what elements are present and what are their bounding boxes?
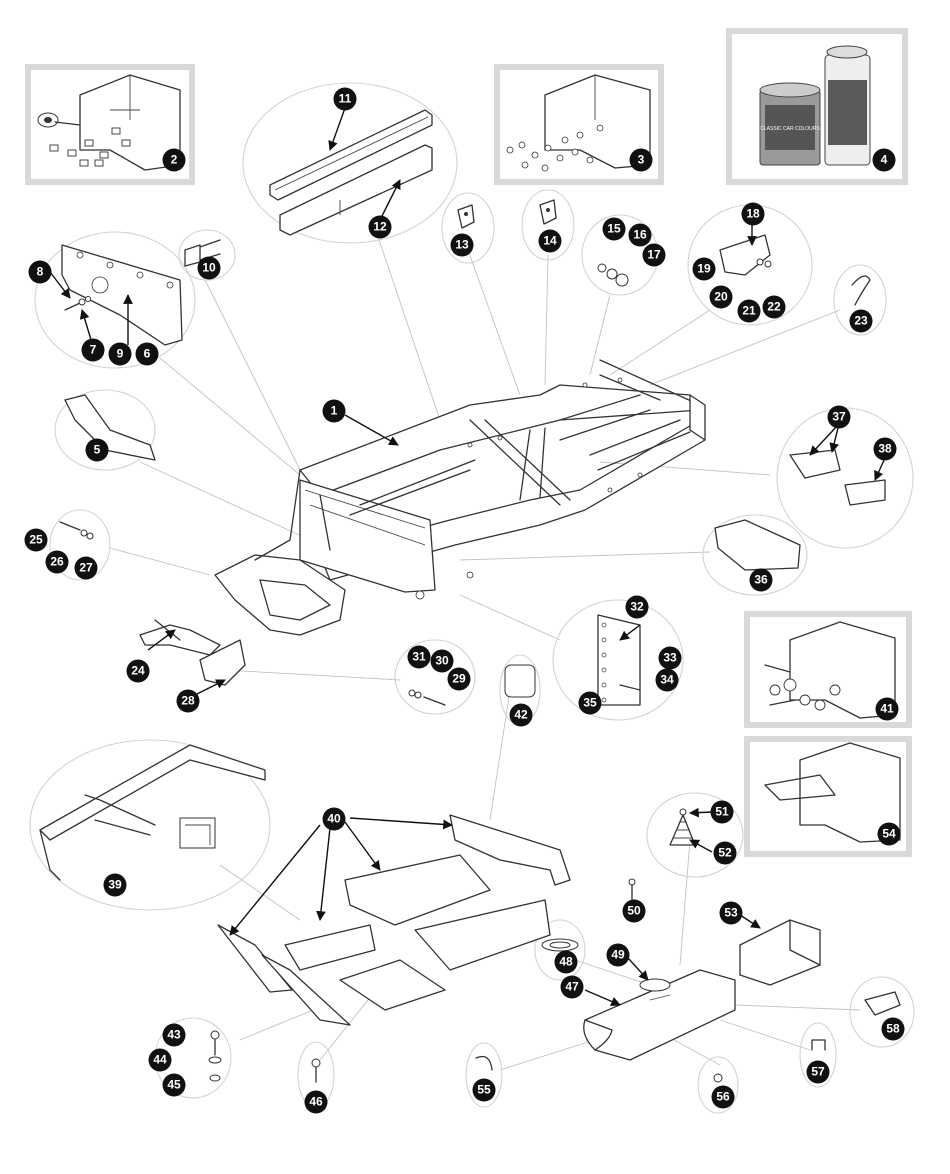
callout-12: 12 <box>368 215 392 239</box>
callout-42: 42 <box>509 703 533 727</box>
callout-7: 7 <box>81 338 105 362</box>
part-56-washer <box>713 1073 723 1083</box>
callout-49: 49 <box>606 943 630 967</box>
callout-24: 24 <box>126 659 150 683</box>
callout-15: 15 <box>602 217 626 241</box>
part-32-gusset <box>597 614 641 706</box>
part-36-box <box>714 519 801 571</box>
parts-25-27-bolt <box>59 521 94 540</box>
callout-16: 16 <box>628 223 652 247</box>
callout-55: 55 <box>472 1078 496 1102</box>
kit-2-illustration <box>37 74 181 171</box>
callout-19: 19 <box>692 257 716 281</box>
callout-30: 30 <box>430 649 454 673</box>
callout-18: 18 <box>741 202 765 226</box>
callout-52: 52 <box>713 841 737 865</box>
part-5-tube <box>64 394 156 461</box>
part-55-clip <box>475 1055 493 1071</box>
callout-5: 5 <box>85 438 109 462</box>
callout-2: 2 <box>162 148 186 172</box>
callout-20: 20 <box>709 285 733 309</box>
part-39-rail <box>39 744 266 881</box>
parts-37-38-brackets <box>789 449 886 506</box>
part-6-plate <box>61 244 183 346</box>
callout-3: 3 <box>629 148 653 172</box>
callout-29: 29 <box>447 667 471 691</box>
leader-lines <box>109 227 861 1071</box>
callout-43: 43 <box>162 1023 186 1047</box>
callout-10: 10 <box>197 256 221 280</box>
callout-36: 36 <box>749 568 773 592</box>
callout-26: 26 <box>45 550 69 574</box>
parts-29-31-bolt <box>408 689 446 706</box>
part-14-clip <box>539 199 557 225</box>
part-46-stud <box>311 1058 321 1083</box>
callout-31: 31 <box>407 645 431 669</box>
part-23-strap <box>851 275 871 306</box>
callout-22: 22 <box>762 295 786 319</box>
callout-57: 57 <box>806 1060 830 1084</box>
part-24-arm <box>139 619 221 656</box>
part-48-grommet <box>541 938 579 952</box>
callout-35: 35 <box>578 691 602 715</box>
callout-13: 13 <box>450 233 474 257</box>
detail-ellipses <box>29 82 915 1114</box>
callout-56: 56 <box>711 1085 735 1109</box>
paint-can-label: CLASSIC CAR COLOURS <box>760 126 820 132</box>
chassis-frame <box>214 359 706 636</box>
callout-11: 11 <box>333 87 357 111</box>
callout-34: 34 <box>655 668 679 692</box>
callout-32: 32 <box>625 595 649 619</box>
callout-28: 28 <box>176 689 200 713</box>
parts-15-17-washers <box>597 263 629 287</box>
callout-arrows <box>49 107 886 1007</box>
callout-40: 40 <box>322 807 346 831</box>
part-49-cover <box>639 978 671 992</box>
parts-18-22-shackle <box>719 234 772 276</box>
callout-54: 54 <box>877 822 901 846</box>
callout-17: 17 <box>642 243 666 267</box>
callout-1: 1 <box>322 399 346 423</box>
parts-51-52-boot <box>669 808 696 846</box>
callout-23: 23 <box>849 309 873 333</box>
callout-44: 44 <box>148 1048 172 1072</box>
part-28-arm <box>199 639 246 686</box>
callout-8: 8 <box>28 260 52 284</box>
part-47-tunnel <box>583 969 736 1061</box>
part-57-clip <box>811 1039 826 1051</box>
callout-38: 38 <box>873 437 897 461</box>
part-58-plate <box>864 991 901 1016</box>
parts-43-45-stud <box>208 1030 222 1082</box>
part-53-box <box>739 919 821 986</box>
callout-39: 39 <box>103 873 127 897</box>
callout-47: 47 <box>560 975 584 999</box>
callout-41: 41 <box>875 697 899 721</box>
callout-45: 45 <box>162 1073 186 1097</box>
floor-panels <box>217 814 571 1026</box>
callout-51: 51 <box>710 800 734 824</box>
kit-41-illustration <box>764 621 896 719</box>
callout-46: 46 <box>304 1090 328 1114</box>
callout-25: 25 <box>24 528 48 552</box>
part-42-block <box>504 664 536 698</box>
callout-27: 27 <box>74 556 98 580</box>
part-13-clip <box>457 204 475 229</box>
callout-21: 21 <box>737 299 761 323</box>
callout-6: 6 <box>135 342 159 366</box>
callout-50: 50 <box>622 899 646 923</box>
callout-53: 53 <box>719 901 743 925</box>
callout-4: 4 <box>872 148 896 172</box>
callout-14: 14 <box>538 229 562 253</box>
callout-48: 48 <box>554 950 578 974</box>
callout-9: 9 <box>108 342 132 366</box>
callout-37: 37 <box>827 405 851 429</box>
callout-58: 58 <box>881 1017 905 1041</box>
callout-33: 33 <box>658 646 682 670</box>
parts-11-12 <box>269 109 433 236</box>
paint-cans: CLASSIC CAR COLOURS <box>759 45 871 166</box>
